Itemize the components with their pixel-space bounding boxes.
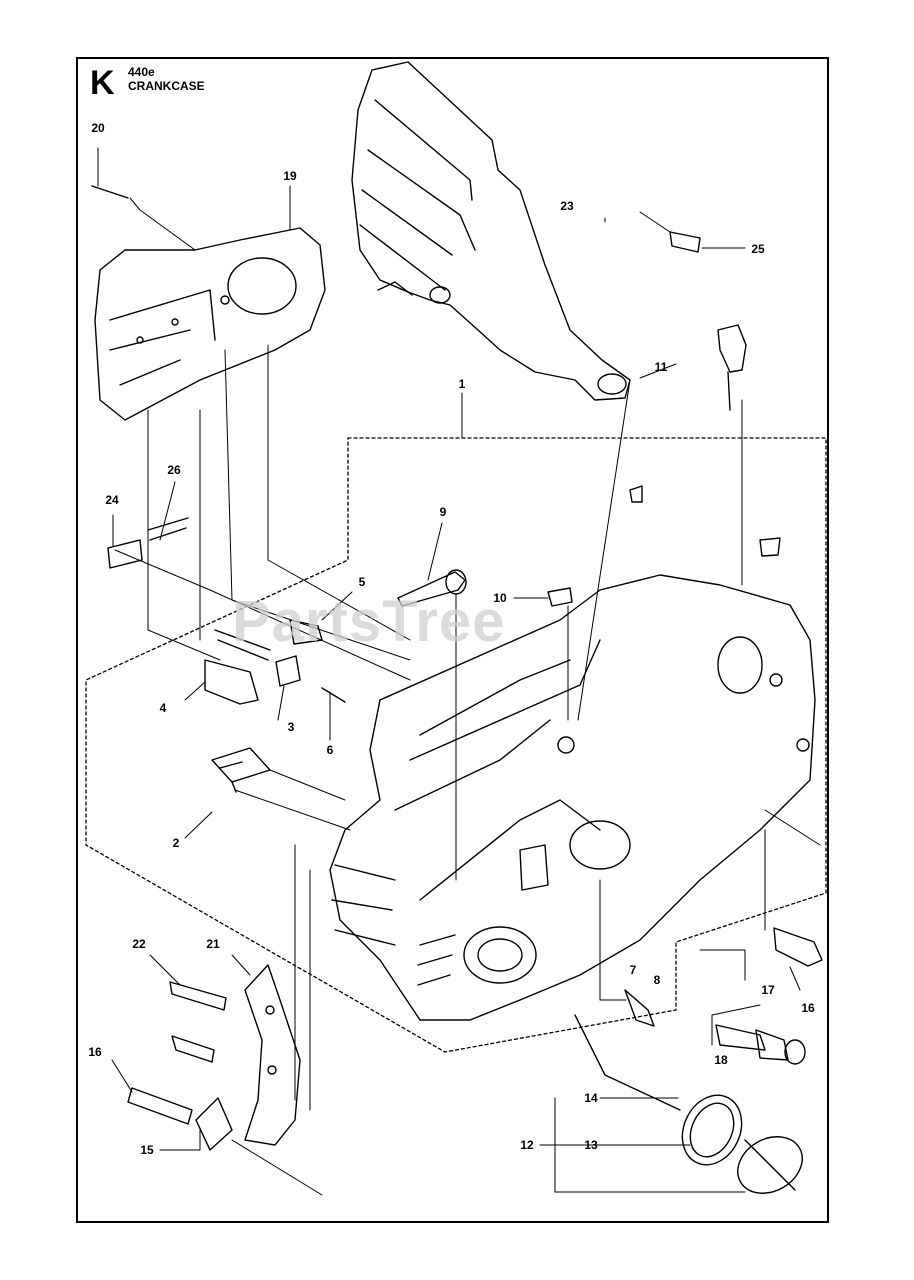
callout-17: 17 — [761, 983, 775, 997]
model-number: 440e — [128, 65, 155, 79]
callout-13: 13 — [584, 1138, 598, 1152]
diagram-frame — [76, 57, 829, 1223]
callout-16a: 16 — [88, 1045, 102, 1059]
callout-16b: 16 — [801, 1001, 815, 1015]
callout-26: 26 — [167, 463, 181, 477]
callout-24: 24 — [105, 493, 119, 507]
callout-8: 8 — [653, 973, 661, 987]
callout-19: 19 — [283, 169, 297, 183]
callout-21: 21 — [206, 937, 220, 951]
leader-lines — [97, 147, 821, 1196]
part-7-8 — [624, 989, 655, 1027]
section-title: CRANKCASE — [128, 79, 205, 93]
chain-catcher-part — [244, 964, 301, 1146]
front-handle-part — [351, 61, 631, 401]
chain-guard-cover-part — [94, 227, 326, 421]
callout-15: 15 — [140, 1143, 154, 1157]
callout-22: 22 — [132, 937, 146, 951]
crankcase-body-part — [329, 574, 816, 1021]
callout-1: 1 — [458, 377, 466, 391]
watermark-text: PartsTree — [232, 589, 506, 654]
bar-guide-plate-part — [211, 747, 271, 793]
grommet-18-part — [755, 1029, 806, 1065]
callout-25: 25 — [751, 242, 765, 256]
callout-20: 20 — [91, 121, 105, 135]
screws — [91, 185, 823, 1125]
callout-9: 9 — [439, 505, 447, 519]
washer-15-part — [195, 1097, 233, 1151]
assembly-boundary — [85, 437, 827, 1053]
oil-cap-parts — [574, 1014, 803, 1194]
callout-14: 14 — [584, 1091, 598, 1105]
small-parts — [107, 517, 346, 705]
callout-5: 5 — [358, 575, 366, 589]
bolt-9-part — [397, 569, 467, 607]
callout-7: 7 — [629, 963, 637, 977]
callout-6: 6 — [326, 743, 334, 757]
callout-2: 2 — [172, 836, 180, 850]
callout-23: 23 — [560, 199, 574, 213]
callout-11: 11 — [654, 360, 668, 374]
callout-4: 4 — [159, 701, 167, 715]
callout-3: 3 — [287, 720, 295, 734]
callout-10: 10 — [493, 591, 507, 605]
section-letter: K — [90, 64, 115, 102]
callout-18: 18 — [714, 1053, 728, 1067]
callout-12: 12 — [520, 1138, 534, 1152]
sensor-11-part — [717, 324, 747, 411]
